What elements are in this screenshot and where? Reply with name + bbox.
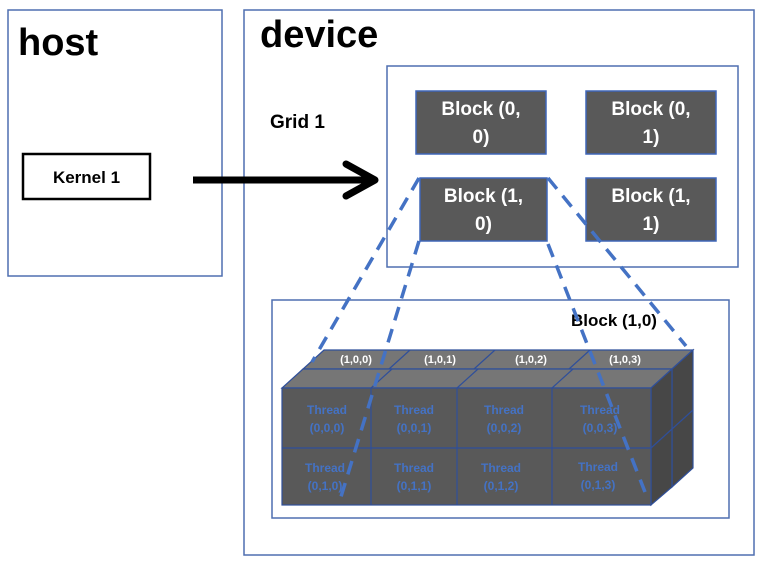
cube-top-front-divider (456, 368, 479, 389)
thread-coord: (0,1,1) (397, 479, 432, 493)
arrow-head-icon (342, 160, 379, 200)
thread-coord: (0,1,2) (484, 479, 519, 493)
host-panel: host Kernel 1 (7, 9, 223, 277)
block-0-1-rect (585, 90, 717, 155)
cube-top-back-divider (568, 349, 591, 370)
back-label: (1,0,1) (424, 354, 456, 366)
thread-label: Thread (578, 460, 618, 474)
thread-label: Thread (484, 403, 524, 417)
thread-coord: (0,0,0) (310, 421, 345, 435)
host-title: host (18, 22, 99, 64)
block-0-0-rect (415, 90, 547, 155)
block-0-0: Block (0, 0) (415, 90, 547, 155)
thread-coord: (0,0,2) (487, 421, 522, 435)
block-1-0: Block (1, 0) (419, 177, 548, 242)
thread-coord: (0,0,1) (397, 421, 432, 435)
block-1-1-rect (585, 177, 717, 242)
device-panel: device Grid 1 Block (0, 0) Block (0, 1) … (243, 9, 755, 556)
block-1-1: Block (1, 1) (585, 177, 717, 242)
block-1-0-line2: 0) (475, 214, 492, 235)
block-0-1-line1: Block (0, (611, 99, 690, 120)
block-1-0-line1: Block (1, (444, 186, 523, 207)
thread-cube: (1,0,0) (1,0,1) (1,0,2) (1,0,3) Thread (… (280, 348, 695, 507)
launch-arrow (193, 160, 379, 200)
thread-label: Thread (307, 403, 347, 417)
kernel-box: Kernel 1 (21, 152, 152, 201)
block-1-1-line1: Block (1, (611, 186, 690, 207)
block-0-0-line2: 0) (473, 127, 490, 148)
thread-label: Thread (481, 461, 521, 475)
device-title: device (260, 14, 378, 56)
thread-coord: (0,1,3) (581, 478, 616, 492)
thread-coord: (0,1,0) (308, 479, 343, 493)
thread-label: Thread (394, 403, 434, 417)
cube-side-front (650, 367, 673, 507)
kernel-label: Kernel 1 (53, 168, 120, 187)
cube-side-front-divider (650, 428, 673, 449)
cube-side-back-divider (671, 409, 694, 430)
cube-top-back-divider (388, 349, 411, 370)
thread-label: Thread (580, 403, 620, 417)
block-0-1-line2: 1) (643, 127, 660, 148)
block-1-0-rect (419, 177, 548, 242)
kernel-box-border (21, 152, 152, 201)
cube-side-back (671, 348, 694, 489)
back-label: (1,0,3) (609, 354, 641, 366)
cube-top-front-divider (551, 368, 574, 389)
cube-top-front (280, 368, 674, 389)
cube-top-back-divider (473, 349, 496, 370)
host-box (7, 9, 223, 277)
back-label: (1,0,2) (515, 354, 547, 366)
zoom-line-outer-right (546, 176, 688, 348)
block-0-1: Block (0, 1) (585, 90, 717, 155)
block-1-1-line2: 1) (643, 214, 660, 235)
grid-label: Grid 1 (270, 112, 325, 133)
block-detail-title: Block (1,0) (571, 311, 657, 330)
thread-coord: (0,0,3) (583, 421, 618, 435)
thread-label: Thread (394, 461, 434, 475)
thread-label: Thread (305, 461, 345, 475)
block-0-0-line1: Block (0, (441, 99, 520, 120)
zoom-line-outer-left (310, 177, 421, 363)
back-label: (1,0,0) (340, 354, 372, 366)
